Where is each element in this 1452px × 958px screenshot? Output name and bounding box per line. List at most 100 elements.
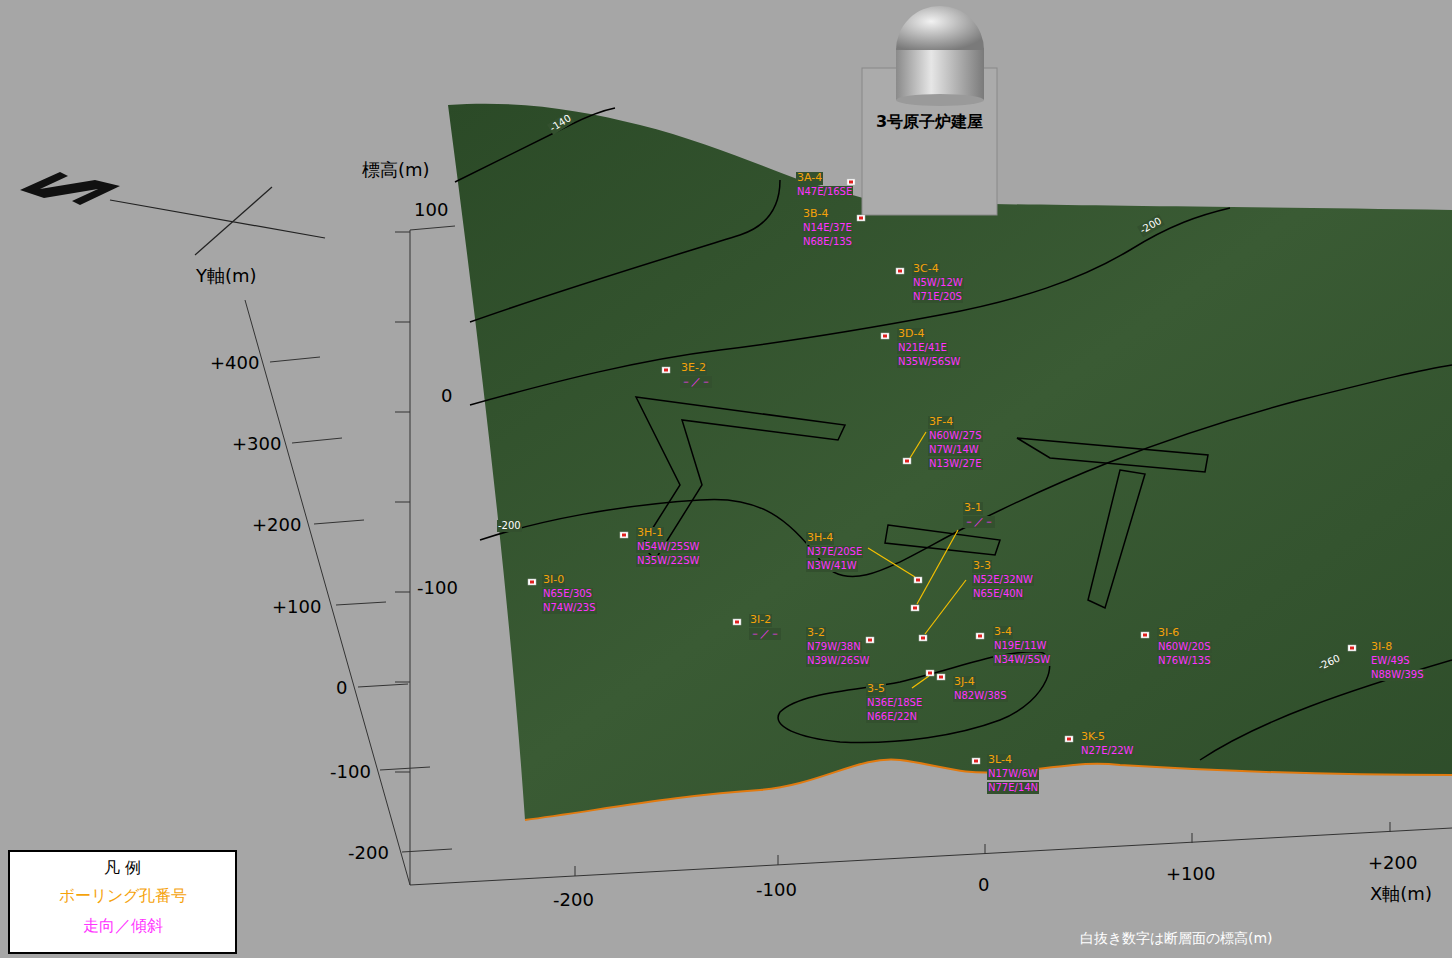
borehole-marker — [903, 458, 911, 464]
strike-dip: N36E/18SE — [866, 697, 923, 709]
axis-tick: +300 — [232, 434, 281, 455]
contour-label: -200 — [497, 520, 522, 532]
borehole-marker — [972, 758, 980, 764]
borehole-number: 3-1 — [963, 502, 983, 515]
legend-entry: 走向／傾斜 — [10, 916, 235, 937]
strike-dip: －／－ — [680, 376, 712, 388]
strike-dip: N19E/11W — [993, 640, 1048, 652]
borehole-number: 3L-4 — [987, 754, 1013, 767]
strike-dip: N3W/41W — [806, 560, 858, 572]
borehole-marker — [528, 579, 536, 585]
borehole-number: 3F-4 — [928, 416, 954, 429]
note: 白抜き数字は断層面の標高(m) — [1080, 930, 1273, 946]
strike-dip: N74W/23S — [542, 602, 597, 614]
borehole-number: 3J-4 — [953, 676, 976, 689]
strike-dip: N76W/13S — [1157, 655, 1212, 667]
borehole-marker — [857, 215, 865, 221]
borehole-number: 3B-4 — [802, 208, 830, 221]
borehole-number: 3D-4 — [897, 328, 925, 341]
strike-dip: N39W/26SW — [806, 655, 870, 667]
borehole-number: 3E-2 — [680, 362, 707, 375]
borehole-marker — [914, 577, 922, 583]
strike-dip: N21E/41E — [897, 342, 948, 354]
borehole-marker — [881, 333, 889, 339]
axis-tick: +400 — [210, 353, 259, 374]
borehole-marker — [976, 633, 984, 639]
north-arrow — [20, 172, 325, 255]
strike-dip: N13W/27E — [928, 458, 983, 470]
strike-dip: N34W/5SW — [993, 654, 1051, 666]
strike-dip: N68E/13S — [802, 236, 853, 248]
borehole-marker — [896, 268, 904, 274]
strike-dip: N35W/56SW — [897, 356, 961, 368]
axis-tick: -200 — [553, 890, 594, 911]
strike-dip: N27E/22W — [1080, 745, 1135, 757]
legend-text: 走向／傾斜 — [83, 916, 163, 935]
strike-dip: N88W/39S — [1370, 669, 1425, 681]
surface-edge — [525, 759, 1452, 820]
borehole-number: 3K-5 — [1080, 731, 1106, 744]
borehole-number: 3-5 — [866, 683, 886, 696]
axis-tick: +200 — [252, 515, 301, 536]
strike-dip: N54W/25SW — [636, 541, 700, 553]
axis-tick: -100 — [756, 880, 797, 901]
strike-dip: N65E/40N — [972, 588, 1024, 600]
borehole-markers — [528, 179, 1356, 764]
borehole-marker — [620, 532, 628, 538]
borehole-marker — [866, 637, 874, 643]
axis-tick: 0 — [336, 678, 347, 699]
borehole-marker — [937, 674, 945, 680]
legend-box: 凡 例ボーリング孔番号走向／傾斜 — [8, 850, 237, 954]
strike-dip: N71E/20S — [912, 291, 963, 303]
axis-tick: -100 — [417, 578, 458, 599]
axis-tick: 0 — [978, 875, 989, 896]
borehole-marker — [1141, 632, 1149, 638]
borehole-number: 3H-1 — [636, 527, 664, 540]
axis-tick: +200 — [1368, 853, 1417, 874]
strike-dip: N79W/38N — [806, 641, 862, 653]
axis-tick: +100 — [272, 597, 321, 618]
borehole-marker — [919, 635, 927, 641]
strike-dip: N52E/32NW — [972, 574, 1034, 586]
strike-dip: N60W/27S — [928, 430, 983, 442]
building-name: 3号原子炉建屋 — [876, 112, 983, 133]
strike-dip: N65E/30S — [542, 588, 593, 600]
strike-dip: N77E/14N — [987, 782, 1039, 794]
strike-dip: N82W/38S — [953, 690, 1008, 702]
borehole-marker — [1065, 736, 1073, 742]
axis-title: Y軸(m) — [196, 266, 257, 287]
borehole-marker — [662, 367, 670, 373]
borehole-marker — [911, 605, 919, 611]
strike-dip: －／－ — [963, 516, 995, 528]
borehole-number: 3I-8 — [1370, 641, 1393, 654]
borehole-marker — [926, 670, 934, 676]
strike-dip: N35W/22SW — [636, 555, 700, 567]
strike-dip: N60W/20S — [1157, 641, 1212, 653]
borehole-number: 3-2 — [806, 627, 826, 640]
axis-tick: -100 — [330, 762, 371, 783]
borehole-number: 3C-4 — [912, 263, 940, 276]
axis-tick: -200 — [348, 843, 389, 864]
strike-dip: N14E/37E — [802, 222, 853, 234]
leader-lines — [868, 432, 966, 688]
axis-tick: +100 — [1166, 864, 1215, 885]
borehole-marker — [733, 619, 741, 625]
borehole-number: 3I-0 — [542, 574, 565, 587]
strike-dip: N37E/20SE — [806, 546, 863, 558]
borehole-number: 3A-4 — [796, 172, 823, 185]
strike-dip: N7W/14W — [928, 444, 980, 456]
axis-title: 標高(m) — [362, 160, 430, 181]
strike-dip: N66E/22N — [866, 711, 918, 723]
strike-dip: N17W/6W — [987, 768, 1039, 780]
borehole-number: 3I-2 — [749, 614, 772, 627]
borehole-marker — [847, 179, 855, 185]
strike-dip: N5W/12W — [912, 277, 964, 289]
strike-dip: EW/49S — [1370, 655, 1411, 667]
legend-text: ボーリング孔番号 — [59, 886, 187, 905]
borehole-number: 3H-4 — [806, 532, 834, 545]
axis-tick: 100 — [414, 200, 448, 221]
axis-tick: 0 — [441, 386, 452, 407]
borehole-number: 3I-6 — [1157, 627, 1180, 640]
legend-entry: ボーリング孔番号 — [10, 886, 235, 907]
